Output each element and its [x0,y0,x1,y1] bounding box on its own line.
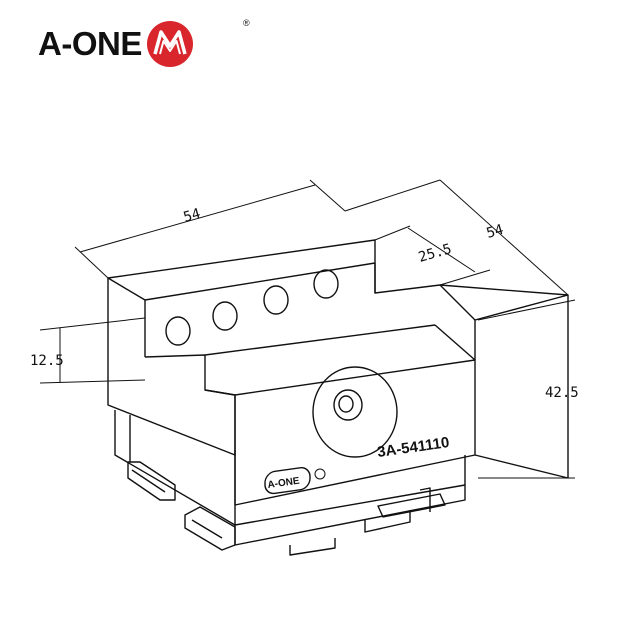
part-number-label: 3A-541110 [376,434,450,461]
dim-width-label: 54 [182,206,203,226]
center-boss [312,366,398,458]
dim-slot-depth-label: 25.5 [417,241,454,266]
engraved-brand-label: A-ONE [267,476,301,491]
dim-slot-height-label: 12.5 [30,353,64,369]
dim-depth-label: 54 [485,222,506,242]
brand-emblem-icon [146,21,193,67]
engraved-emblem-icon [314,468,326,480]
brand-logo: A-ONE [38,18,194,70]
registered-mark: ® [243,18,250,28]
dim-height-label: 42.5 [545,385,579,401]
main-block [107,239,569,506]
brand-name: A-ONE [38,25,142,62]
dimension-lines [39,179,576,479]
dimension-labels: 54 54 25.5 42.5 12.5 [30,206,579,401]
